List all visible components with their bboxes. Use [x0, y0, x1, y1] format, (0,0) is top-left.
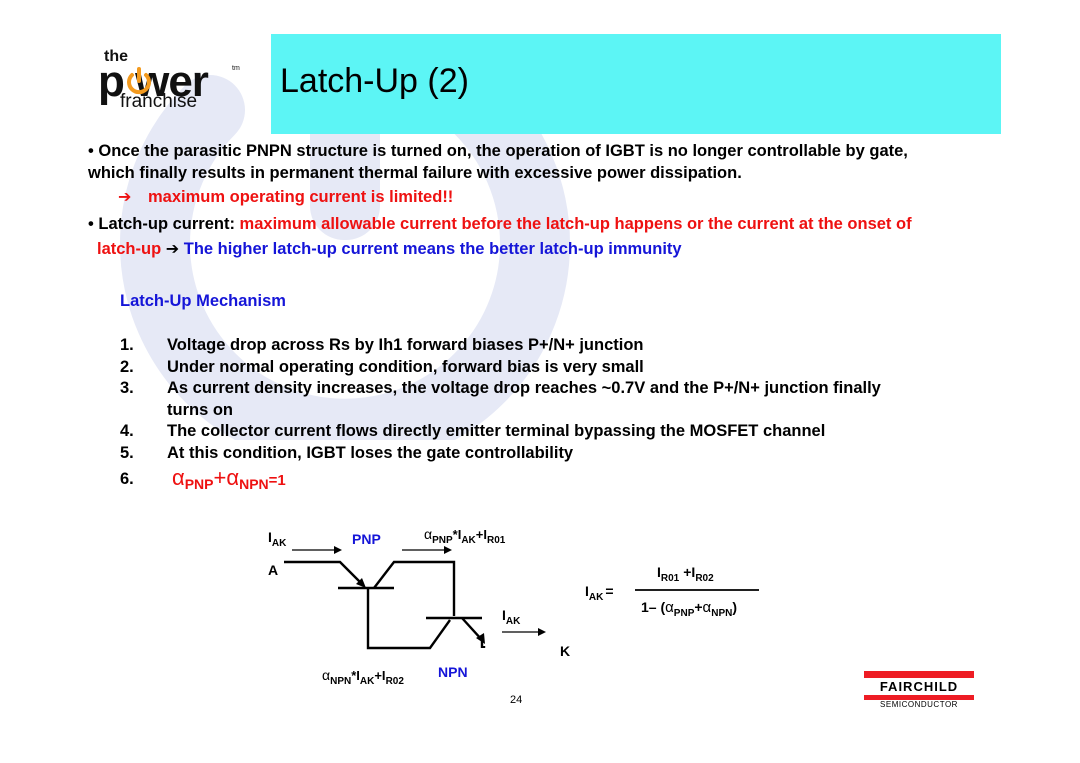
mechanism-list: 1.Voltage drop across Rs by Ih1 forward …: [120, 335, 881, 464]
list-item: 2.Under normal operating condition, forw…: [120, 357, 644, 376]
page-number: 24: [510, 694, 523, 706]
npn-label: NPN: [438, 664, 468, 680]
list-item: 5.At this condition, IGBT loses the gate…: [120, 443, 574, 462]
immunity-text: The higher latch-up current means the be…: [183, 240, 682, 258]
latchup-word: latch-up: [97, 240, 162, 258]
item-6-number: 6.: [120, 470, 134, 488]
fairchild-bar-bottom: [864, 695, 974, 700]
power-button-icon: [127, 67, 151, 95]
page-title: Latch-Up (2): [280, 62, 469, 100]
fairchild-logo: FAIRCHILD SEMICONDUCTOR: [864, 671, 974, 709]
arrow-right-icon: ➔: [118, 189, 132, 206]
node-k-label: K: [560, 643, 570, 659]
equation-denominator: 1– (αPNP+αNPN): [641, 599, 737, 619]
logo-power: p wer: [98, 57, 209, 106]
iak-left-label: IAK: [268, 529, 287, 549]
bullet-1-line-1: • Once the parasitic PNPN structure is t…: [88, 142, 908, 160]
list-item: 3.As current density increases, the volt…: [120, 379, 881, 397]
bottom-current-label: αNPN*IAK+IR02: [322, 667, 404, 687]
node-a-label: A: [268, 562, 278, 578]
bullet-2-line-2: latch-up ➔ The higher latch-up current m…: [97, 238, 682, 261]
top-current-label: αPNP*IAK+IR01: [424, 526, 506, 546]
logo-franchise: franchise: [120, 91, 198, 112]
mechanism-heading: Latch-Up Mechanism: [120, 292, 286, 310]
bullet-1-conclusion: ➔ maximum operating current is limited!!: [118, 186, 453, 209]
bullet-1-line-2: which finally results in permanent therm…: [88, 164, 742, 182]
fairchild-bar-top: [864, 671, 974, 678]
thyristor-circuit-diagram: IAK PNP αPNP*IAK+IR01 A IAK K: [268, 526, 570, 687]
list-item-continuation: turns on: [167, 400, 233, 419]
logo-tm: tm: [232, 65, 240, 72]
equation-lhs: IAK=: [585, 583, 614, 603]
arrow-right-icon: ➔: [165, 241, 180, 258]
fairchild-sub: SEMICONDUCTOR: [880, 700, 958, 709]
latchup-definition: maximum allowable current before the lat…: [239, 215, 912, 233]
equation-numerator: IR01+IR02: [657, 564, 714, 584]
bullet-2-line-1: • Latch-up current: maximum allowable cu…: [88, 213, 912, 235]
logo-the: the: [104, 48, 128, 65]
header-bar: [271, 34, 1001, 134]
conclusion-text: maximum operating current is limited!!: [148, 188, 454, 206]
list-item: 4.The collector current flows directly e…: [120, 422, 826, 440]
latchup-current-equation: IAK= IR01+IR02 1– (αPNP+αNPN): [585, 564, 759, 619]
arrow-right-icon: [538, 628, 546, 636]
pnp-label: PNP: [352, 531, 381, 547]
latchup-condition-formula: αPNP+αNPN=1: [172, 465, 286, 492]
arrow-right-icon: [334, 546, 342, 554]
power-franchise-logo: the p wer tm franchise: [96, 44, 256, 114]
list-item-6: 6. αPNP+αNPN=1: [120, 465, 286, 492]
iak-right-label: IAK: [502, 607, 521, 627]
list-item: 1.Voltage drop across Rs by Ih1 forward …: [120, 336, 644, 354]
fairchild-name: FAIRCHILD: [879, 679, 959, 694]
arrow-right-icon: [444, 546, 452, 554]
latchup-current-label: • Latch-up current:: [88, 215, 235, 233]
